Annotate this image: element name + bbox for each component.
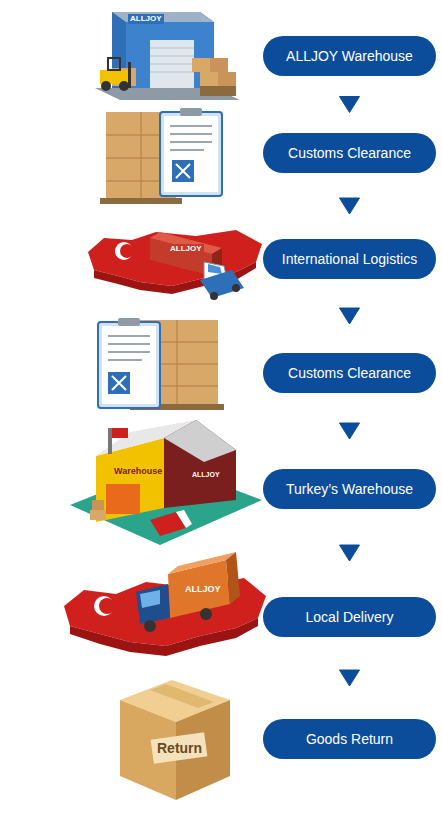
process-pill: Goods Return (263, 719, 436, 759)
process-pill: Customs Clearance (263, 133, 436, 173)
international-map-illustration (88, 230, 262, 300)
step-label: Local Delivery (306, 609, 394, 625)
box-label: Return (155, 740, 204, 756)
logo-text: ALLJOY (128, 14, 164, 24)
logo-text: ALLJOY (183, 584, 223, 595)
process-pill: Local Delivery (263, 597, 436, 637)
process-pill: ALLJOY Warehouse (263, 36, 436, 76)
flow-arrow (340, 97, 360, 113)
flow-arrow (340, 198, 360, 214)
process-pill: International Logistics (263, 239, 436, 279)
local-map-illustration (64, 552, 266, 656)
return-box-illustration (120, 680, 230, 800)
flow-arrow (340, 545, 360, 561)
step-label: Customs Clearance (288, 145, 411, 161)
logo-text: Warehouse (112, 466, 164, 477)
customs-illustration (98, 318, 224, 410)
logo-text: ALLJOY (190, 470, 222, 479)
flow-arrow (340, 308, 360, 324)
logo-text: ALLJOY (168, 244, 204, 254)
step-label: Customs Clearance (288, 365, 411, 381)
customs-illustration (100, 108, 222, 204)
step-label: Turkey’s Warehouse (286, 481, 413, 497)
turkey-warehouse-illustration (70, 420, 262, 545)
step-label: Goods Return (306, 731, 393, 747)
process-pill: Turkey’s Warehouse (263, 469, 436, 509)
step-label: ALLJOY Warehouse (286, 48, 413, 64)
step-label: International Logistics (282, 251, 417, 267)
flow-arrow (340, 423, 360, 439)
flow-arrow (340, 670, 360, 686)
warehouse-illustration (95, 12, 240, 100)
process-pill: Customs Clearance (263, 353, 436, 393)
